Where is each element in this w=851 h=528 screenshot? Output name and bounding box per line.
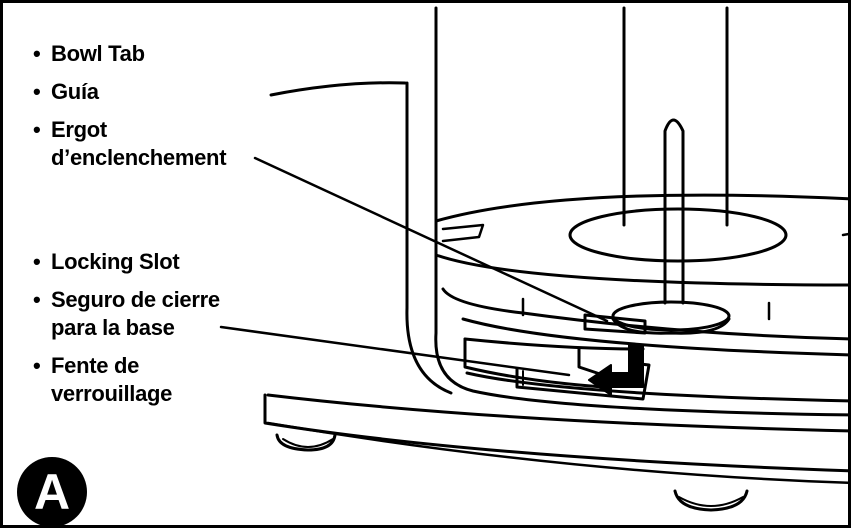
disc-top-edge bbox=[434, 193, 848, 223]
right-foot-shadow bbox=[678, 496, 744, 507]
label-fente-de: •Fente de bbox=[33, 353, 140, 378]
bowl-rim-leader bbox=[269, 81, 407, 97]
spindle-stem bbox=[663, 118, 685, 305]
ring-layer-1-lower bbox=[461, 317, 848, 357]
disc-tab-left bbox=[441, 223, 485, 243]
base-housing-bottom bbox=[266, 421, 848, 485]
bullet: • bbox=[33, 287, 41, 312]
figure-badge: A bbox=[17, 457, 87, 525]
lock-slot-notch bbox=[577, 347, 605, 377]
bullet: • bbox=[33, 117, 41, 142]
locking-arrow bbox=[588, 344, 644, 396]
base-housing bbox=[266, 393, 848, 433]
bullet: • bbox=[33, 79, 41, 104]
label-guia: •Guía bbox=[33, 79, 99, 104]
label-ergot: •Ergot bbox=[33, 117, 107, 142]
leader-locking-slot bbox=[219, 325, 571, 377]
label-bowl-tab: •Bowl Tab bbox=[33, 41, 145, 66]
ring-layer-1 bbox=[441, 287, 848, 341]
label-para-la-base: para la base bbox=[51, 315, 175, 340]
label-denclenchement: d’enclenchement bbox=[51, 145, 227, 170]
bowl-tab bbox=[583, 313, 647, 335]
bullet: • bbox=[33, 353, 41, 378]
bowl-left-inner-wall bbox=[405, 81, 453, 395]
bowl-left-wall bbox=[434, 6, 848, 417]
label-verrouillage: verrouillage bbox=[51, 381, 173, 406]
bullet: • bbox=[33, 249, 41, 274]
bullet: • bbox=[33, 41, 41, 66]
label-locking-slot: •Locking Slot bbox=[33, 249, 180, 274]
base-housing-front bbox=[263, 393, 848, 473]
leader-bowl-tab bbox=[253, 156, 609, 323]
disc-bottom-edge bbox=[434, 253, 848, 287]
label-seguro-de-cierre: •Seguro de cierre bbox=[33, 287, 220, 312]
hub-base bbox=[611, 317, 731, 335]
left-foot-shadow bbox=[282, 438, 334, 448]
lock-band-top bbox=[463, 337, 645, 351]
left-foot bbox=[275, 433, 337, 452]
right-foot bbox=[673, 489, 749, 512]
disc-center-ring bbox=[568, 207, 788, 263]
food-processor-illustration bbox=[219, 6, 848, 512]
disc-tab-right bbox=[841, 232, 848, 237]
